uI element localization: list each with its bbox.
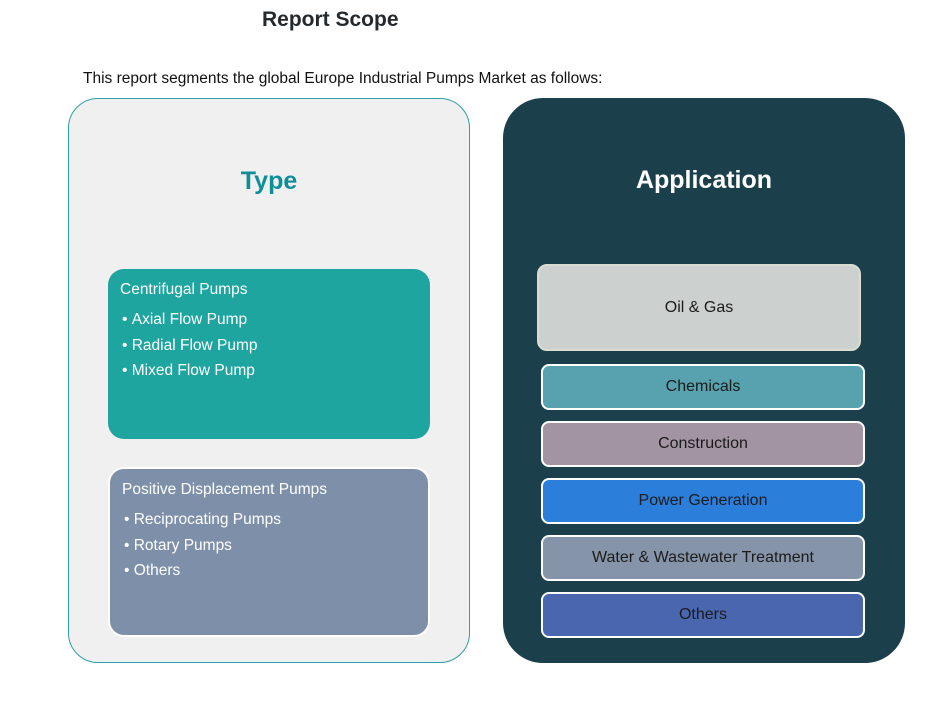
group-heading: Centrifugal Pumps [120,281,248,298]
positive-displacement-pumps-box: Positive Displacement Pumps Reciprocatin… [108,467,430,637]
page-subtitle: This report segments the global Europe I… [83,70,603,87]
group-heading: Positive Displacement Pumps [122,481,328,498]
app-item-construction: Construction [541,421,865,467]
app-item-others: Others [541,592,865,638]
app-item-water-wastewater-treatment: Water & Wastewater Treatment [541,535,865,581]
application-panel: Application Oil & Gas Chemicals Construc… [503,98,905,663]
app-item-power-generation: Power Generation [541,478,865,524]
list-item: Rotary Pumps [124,533,416,559]
app-item-oil-gas: Oil & Gas [537,264,861,351]
group-list: Axial Flow Pump Radial Flow Pump Mixed F… [120,307,418,384]
list-item: Others [124,558,416,584]
group-list: Reciprocating Pumps Rotary Pumps Others [122,507,416,584]
type-panel: Type Centrifugal Pumps Axial Flow Pump R… [68,98,470,663]
page-title: Report Scope [262,8,399,31]
list-item: Radial Flow Pump [122,333,418,359]
list-item: Mixed Flow Pump [122,358,418,384]
application-panel-title: Application [635,166,773,194]
centrifugal-pumps-box: Centrifugal Pumps Axial Flow Pump Radial… [108,269,430,439]
app-item-chemicals: Chemicals [541,364,865,410]
application-list: Chemicals Construction Power Generation … [541,364,865,638]
list-item: Axial Flow Pump [122,307,418,333]
type-panel-title: Type [240,167,298,195]
list-item: Reciprocating Pumps [124,507,416,533]
